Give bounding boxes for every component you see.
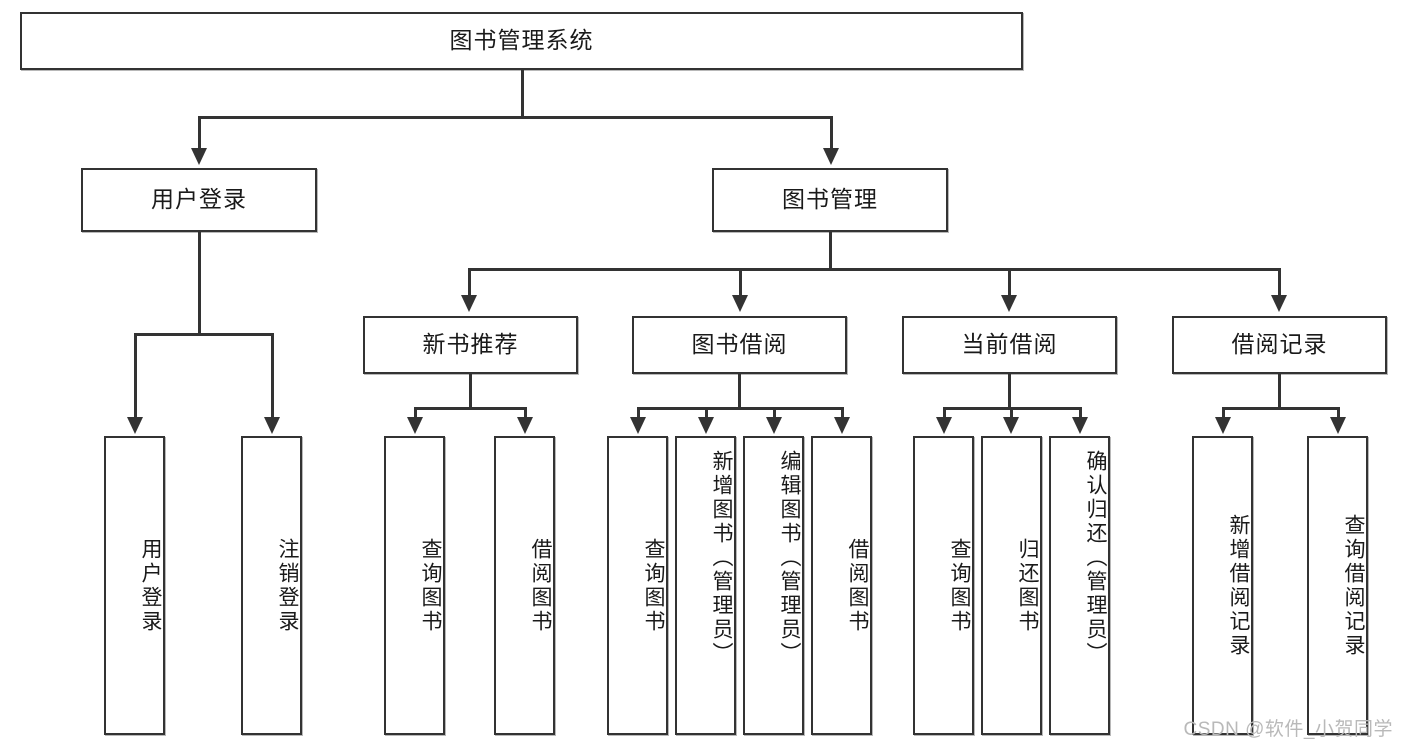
edge-cb-to-leaf-1 bbox=[943, 407, 946, 419]
node-user-login[interactable]: 用户登录 bbox=[81, 168, 317, 232]
leaf-query-book-3[interactable]: 查询图书 bbox=[913, 436, 974, 735]
leaf-edit-book[interactable]: 编辑图书（管理员） bbox=[743, 436, 804, 735]
edge-borrow-record-bus bbox=[1222, 407, 1339, 410]
edge-nb-to-leaf-2 bbox=[524, 407, 527, 419]
edge-book-management-bus bbox=[468, 268, 1280, 271]
arrow-cb-to-leaf-3 bbox=[1072, 417, 1088, 434]
node-label: 当前借阅 bbox=[961, 331, 1058, 358]
arrow-nb-to-leaf-1 bbox=[407, 417, 423, 434]
leaf-logout-login[interactable]: 注销登录 bbox=[241, 436, 302, 735]
node-label: 查询图书 bbox=[948, 537, 971, 634]
node-label: 借阅图书 bbox=[846, 537, 869, 634]
edge-cb-to-leaf-2 bbox=[1010, 407, 1013, 419]
edge-bm-to-current-borrow bbox=[1008, 268, 1011, 297]
edge-nb-to-leaf-1 bbox=[414, 407, 417, 419]
leaf-borrow-book-1[interactable]: 借阅图书 bbox=[494, 436, 555, 735]
node-borrow-record[interactable]: 借阅记录 bbox=[1172, 316, 1387, 374]
edge-book-borrow-stem bbox=[738, 374, 741, 409]
edge-bm-to-book-borrow bbox=[739, 268, 742, 297]
arrow-cb-to-leaf-2 bbox=[1003, 417, 1019, 434]
edge-bm-to-new-book bbox=[468, 268, 471, 297]
arrow-bm-to-current-borrow bbox=[1001, 295, 1017, 312]
arrow-bb-to-leaf-3 bbox=[766, 417, 782, 434]
node-label: 查询借阅记录 bbox=[1342, 513, 1365, 658]
leaf-query-record[interactable]: 查询借阅记录 bbox=[1307, 436, 1368, 735]
arrow-br-to-leaf-2 bbox=[1330, 417, 1346, 434]
edge-bm-to-borrow-record bbox=[1278, 268, 1281, 297]
edge-bb-to-leaf-1 bbox=[637, 407, 640, 419]
node-label: 用户登录 bbox=[151, 186, 247, 213]
edge-br-to-leaf-1 bbox=[1222, 407, 1225, 419]
edge-bb-to-leaf-4 bbox=[841, 407, 844, 419]
edge-user-login-to-leaf-1 bbox=[134, 333, 137, 419]
edge-cb-to-leaf-3 bbox=[1079, 407, 1082, 419]
arrow-user-login-to-leaf-1 bbox=[127, 417, 143, 434]
node-label: 查询图书 bbox=[642, 537, 665, 634]
node-label: 确认归还（管理员） bbox=[1084, 450, 1107, 666]
node-label: 借阅记录 bbox=[1231, 331, 1328, 358]
edge-user-login-to-leaf-2 bbox=[271, 333, 274, 419]
edge-current-borrow-stem bbox=[1008, 374, 1011, 409]
arrow-br-to-leaf-1 bbox=[1215, 417, 1231, 434]
edge-book-borrow-bus bbox=[637, 407, 843, 410]
arrow-nb-to-leaf-2 bbox=[517, 417, 533, 434]
arrow-bm-to-book-borrow bbox=[732, 295, 748, 312]
edge-new-book-bus bbox=[414, 407, 527, 410]
edge-root-bus bbox=[198, 116, 833, 119]
node-root-system[interactable]: 图书管理系统 bbox=[20, 12, 1023, 70]
node-book-borrow[interactable]: 图书借阅 bbox=[632, 316, 847, 374]
edge-user-login-stem bbox=[198, 232, 201, 335]
edge-bb-to-leaf-3 bbox=[773, 407, 776, 419]
node-label: 借阅图书 bbox=[529, 537, 552, 634]
arrow-bb-to-leaf-2 bbox=[698, 417, 714, 434]
node-label: 新增图书（管理员） bbox=[710, 450, 733, 666]
leaf-query-book-1[interactable]: 查询图书 bbox=[384, 436, 445, 735]
arrow-root-to-user-login bbox=[191, 148, 207, 165]
arrow-bm-to-borrow-record bbox=[1271, 295, 1287, 312]
edge-new-book-stem bbox=[469, 374, 472, 409]
leaf-query-book-2[interactable]: 查询图书 bbox=[607, 436, 668, 735]
edge-root-to-book-management bbox=[830, 116, 833, 150]
watermark-text: CSDN @软件_小贺同学 bbox=[1183, 719, 1393, 740]
arrow-cb-to-leaf-1 bbox=[936, 417, 952, 434]
node-new-book-recommend[interactable]: 新书推荐 bbox=[363, 316, 578, 374]
leaf-add-book[interactable]: 新增图书（管理员） bbox=[675, 436, 736, 735]
node-book-management[interactable]: 图书管理 bbox=[712, 168, 948, 232]
leaf-add-record[interactable]: 新增借阅记录 bbox=[1192, 436, 1253, 735]
leaf-return-book[interactable]: 归还图书 bbox=[981, 436, 1042, 735]
edge-borrow-record-stem bbox=[1278, 374, 1281, 409]
arrow-bm-to-new-book bbox=[461, 295, 477, 312]
node-current-borrow[interactable]: 当前借阅 bbox=[902, 316, 1117, 374]
arrow-root-to-book-management bbox=[823, 148, 839, 165]
edge-book-management-stem bbox=[829, 232, 832, 270]
node-label: 新书推荐 bbox=[422, 331, 519, 358]
arrow-bb-to-leaf-1 bbox=[630, 417, 646, 434]
node-label: 用户登录 bbox=[139, 537, 162, 634]
node-label: 图书管理 bbox=[782, 186, 878, 213]
node-label: 图书借阅 bbox=[691, 331, 788, 358]
arrow-bb-to-leaf-4 bbox=[834, 417, 850, 434]
edge-user-login-bus bbox=[134, 333, 273, 336]
edge-br-to-leaf-2 bbox=[1337, 407, 1340, 419]
edge-bb-to-leaf-2 bbox=[705, 407, 708, 419]
node-label: 查询图书 bbox=[419, 537, 442, 634]
leaf-user-login[interactable]: 用户登录 bbox=[104, 436, 165, 735]
leaf-confirm-return[interactable]: 确认归还（管理员） bbox=[1049, 436, 1110, 735]
edge-root-stem bbox=[521, 70, 524, 117]
node-label: 注销登录 bbox=[276, 537, 299, 634]
node-label: 图书管理系统 bbox=[449, 27, 594, 54]
node-label: 归还图书 bbox=[1016, 537, 1039, 634]
leaf-borrow-book-2[interactable]: 借阅图书 bbox=[811, 436, 872, 735]
arrow-user-login-to-leaf-2 bbox=[264, 417, 280, 434]
edge-root-to-user-login bbox=[198, 116, 201, 150]
edge-current-borrow-bus bbox=[943, 407, 1082, 410]
node-label: 新增借阅记录 bbox=[1227, 513, 1250, 658]
node-label: 编辑图书（管理员） bbox=[778, 450, 801, 666]
